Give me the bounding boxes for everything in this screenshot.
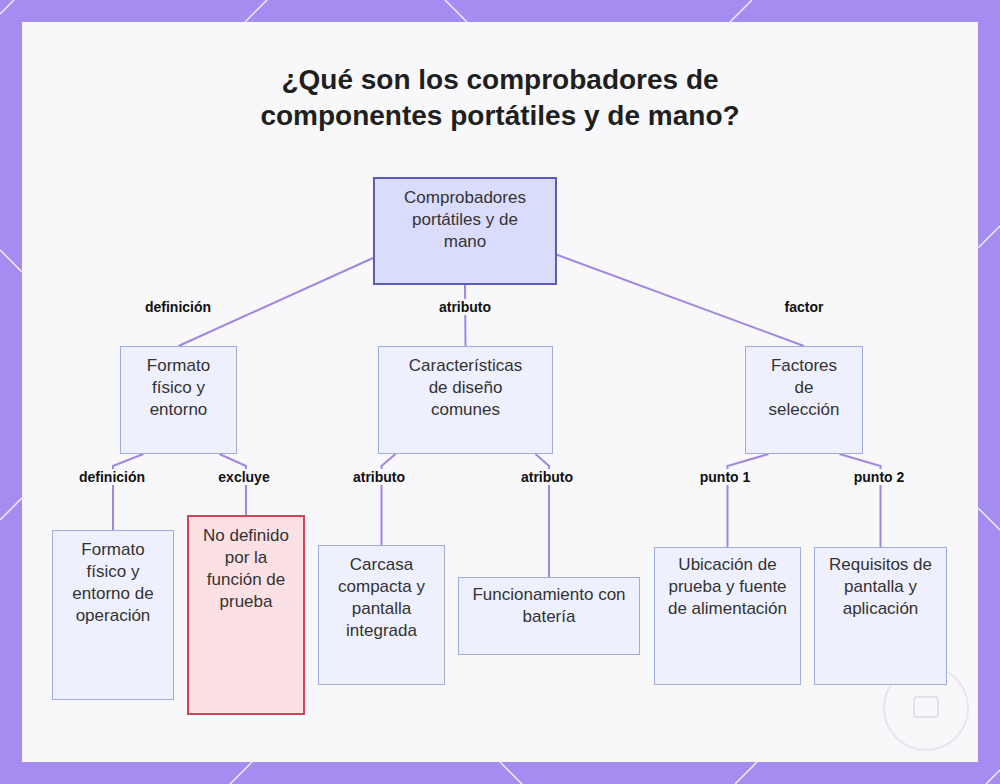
node-text: Características de diseño comunes — [401, 355, 530, 421]
edge-label: definición — [76, 469, 148, 485]
node-text: Requisitos de pantalla y aplicación — [829, 554, 932, 620]
node-text: Factores de selección — [760, 355, 848, 421]
node-text: Formato físico y entorno — [131, 355, 226, 421]
diagram-title: ¿Qué son los comprobadores de componente… — [220, 62, 780, 134]
edge-label: punto 1 — [697, 469, 754, 485]
concept-box: Carcasa compacta y pantalla integrada — [318, 545, 445, 685]
content-panel — [22, 22, 978, 762]
edge-label: punto 2 — [851, 469, 908, 485]
edge-label: atributo — [518, 469, 576, 485]
edge-label: factor — [782, 299, 827, 315]
connector-line — [113, 454, 143, 530]
root-concept-box: Comprobadores portátiles y de mano — [373, 177, 557, 285]
node-text: Ubicación de prueba y fuente de alimenta… — [665, 554, 790, 620]
concept-box: Funcionamiento con batería — [458, 577, 640, 655]
concept-box: Factores de selección — [745, 346, 863, 454]
connector-line — [382, 454, 396, 545]
watermark-icon — [914, 697, 938, 717]
node-text: Funcionamiento con batería — [467, 584, 631, 628]
edge-label: atributo — [350, 469, 408, 485]
concept-box: Requisitos de pantalla y aplicación — [814, 547, 947, 685]
edge-label: definición — [142, 299, 214, 315]
node-text: Comprobadores portátiles y de mano — [393, 187, 537, 253]
node-text: Carcasa compacta y pantalla integrada — [329, 554, 434, 642]
concept-box: Características de diseño comunes — [378, 346, 553, 454]
connector-line — [839, 454, 880, 547]
node-text: Formato físico y entorno de operación — [65, 539, 161, 627]
concept-box: Formato físico y entorno — [120, 346, 237, 454]
connector-line — [557, 255, 804, 346]
edge-label: excluye — [215, 469, 272, 485]
concept-box: Ubicación de prueba y fuente de alimenta… — [654, 547, 801, 685]
connector-line — [464, 285, 467, 346]
concept-box: Formato físico y entorno de operación — [52, 530, 174, 700]
edge-label: atributo — [436, 299, 494, 315]
connector-line — [728, 454, 769, 547]
node-text: No definido por la función de prueba — [201, 525, 291, 613]
exclusion-box: No definido por la función de prueba — [187, 515, 305, 715]
